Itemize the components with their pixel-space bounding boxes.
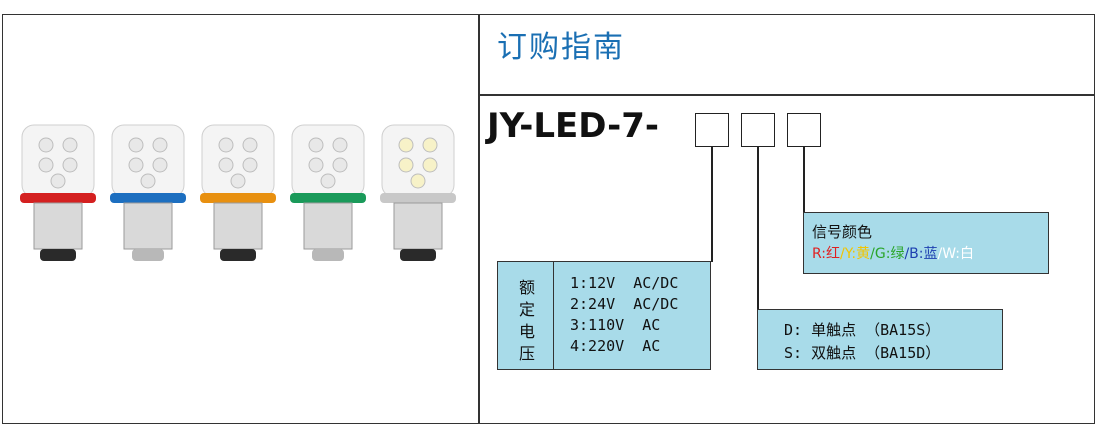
color-name-red: 红 — [826, 246, 841, 262]
color-name-green: 绿 — [890, 246, 905, 262]
connector-line — [711, 156, 713, 262]
color-name-white: 白 — [959, 246, 974, 262]
color-code-green: /G: — [870, 246, 891, 262]
contact-option: D: 单触点 （BA15S） — [784, 321, 941, 339]
voltage-option: 1:12V AC/DC — [570, 274, 679, 292]
ordering-guide-frame — [2, 14, 1095, 424]
connector-line — [711, 147, 713, 157]
color-code-red: R: — [812, 246, 827, 262]
signal-color-box: 信号颜色 R:红/Y:黄/G:绿/B:蓝/W:白 — [803, 212, 1049, 274]
signal-color-list: R:红/Y:黄/G:绿/B:蓝/W:白 — [812, 243, 974, 263]
rated-voltage-char: 电 — [519, 322, 536, 341]
voltage-option: 2:24V AC/DC — [570, 295, 679, 313]
led-bulb-red — [20, 124, 96, 261]
contact-code-slot — [741, 113, 775, 147]
color-code-slot — [787, 113, 821, 147]
color-name-yellow: 黄 — [856, 246, 871, 262]
rated-voltage-char: 定 — [519, 300, 536, 319]
rated-voltage-label: 额 定 电 压 — [498, 262, 554, 369]
contact-type-box: D: 单触点 （BA15S） S: 双触点 （BA15D） — [757, 309, 1003, 370]
model-number-prefix: JY-LED-7- — [487, 106, 660, 146]
signal-color-heading: 信号颜色 — [812, 223, 873, 241]
voltage-option: 4:220V AC — [570, 337, 661, 355]
color-code-white: /W: — [937, 246, 960, 262]
connector-line — [803, 147, 805, 213]
color-code-blue: /B: — [904, 246, 924, 262]
led-bulb-yellow — [200, 124, 276, 261]
color-code-yellow: /Y: — [840, 246, 857, 262]
contact-option: S: 双触点 （BA15D） — [784, 344, 941, 362]
vertical-divider — [478, 15, 480, 423]
rated-voltage-char: 压 — [519, 344, 536, 363]
led-bulb-green — [290, 124, 366, 261]
connector-line — [757, 147, 759, 310]
horizontal-divider — [479, 94, 1094, 96]
color-name-blue: 蓝 — [923, 246, 938, 262]
rated-voltage-char: 额 — [519, 278, 536, 297]
voltage-code-slot — [695, 113, 729, 147]
rated-voltage-box: 额 定 电 压 1:12V AC/DC 2:24V AC/DC 3:110V A… — [497, 261, 711, 370]
led-bulb-white — [380, 124, 456, 261]
led-bulb-blue — [110, 124, 186, 261]
voltage-option: 3:110V AC — [570, 316, 661, 334]
page-title: 订购指南 — [497, 30, 625, 65]
